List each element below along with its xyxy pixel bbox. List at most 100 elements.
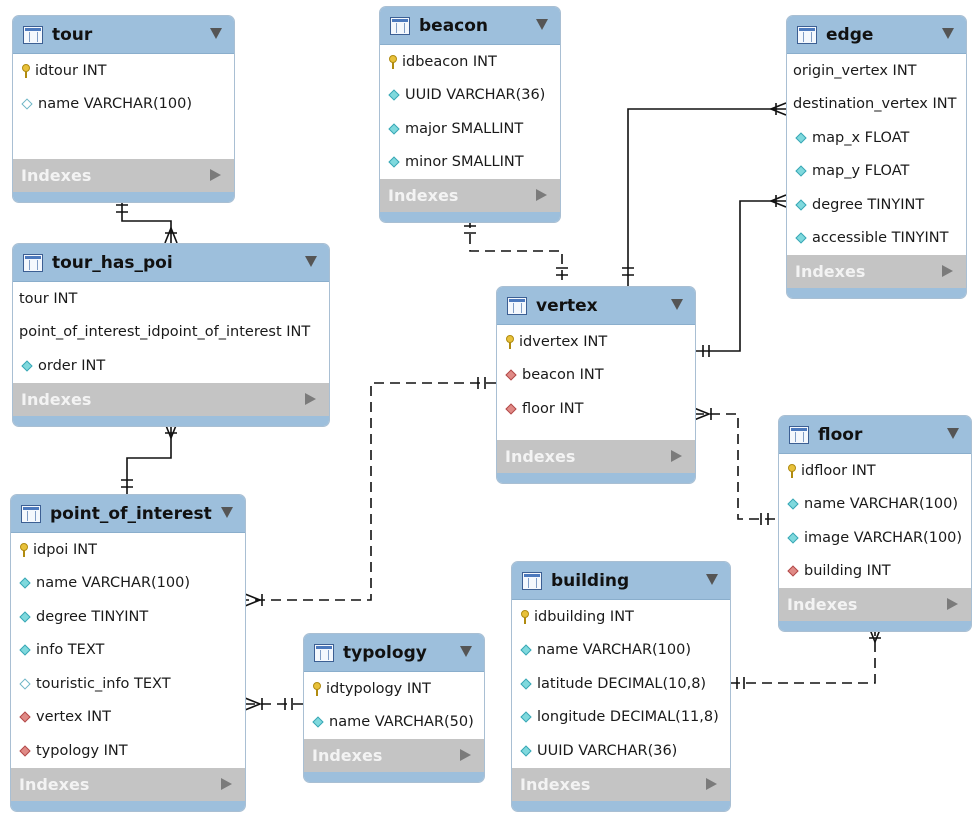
indexes-bar[interactable]: Indexes — [380, 179, 560, 212]
table-header[interactable]: edge — [787, 16, 966, 54]
column-row[interactable]: tour INT — [13, 282, 329, 316]
indexes-bar[interactable]: Indexes — [512, 767, 730, 801]
column-row[interactable]: floor INT — [497, 392, 695, 426]
chevron-down-icon[interactable] — [706, 574, 718, 585]
chevron-down-icon[interactable] — [460, 646, 472, 657]
column-row[interactable]: minor SMALLINT — [380, 146, 560, 180]
column-label: name VARCHAR(100) — [537, 642, 692, 659]
table-header[interactable]: beacon — [380, 7, 560, 45]
table-beacon[interactable]: beacon idbeacon INT UUID VARCHAR(36) maj… — [379, 6, 561, 223]
table-point_of_interest[interactable]: point_of_interest idpoi INT name VARCHAR… — [10, 494, 246, 812]
column-row[interactable]: UUID VARCHAR(36) — [512, 734, 730, 768]
column-row[interactable]: map_x FLOAT — [787, 121, 966, 155]
rel-beacon-mark-one — [464, 225, 476, 234]
key-icon — [312, 681, 322, 696]
column-label: point_of_interest_idpoint_of_interest IN… — [19, 324, 311, 341]
column-row[interactable]: degree TINYINT — [787, 188, 966, 222]
indexes-bar[interactable]: Indexes — [304, 739, 484, 772]
indexes-bar[interactable]: Indexes — [787, 255, 966, 288]
table-edge[interactable]: edge origin_vertex INT destination_verte… — [786, 15, 967, 299]
chevron-down-icon[interactable] — [536, 19, 548, 30]
column-icon — [520, 711, 532, 723]
table-header[interactable]: tour — [13, 16, 234, 54]
column-row[interactable]: latitude DECIMAL(10,8) — [512, 667, 730, 701]
table-typology[interactable]: typology idtypology INT name VARCHAR(50)… — [303, 633, 485, 783]
table-header[interactable]: building — [512, 562, 730, 600]
column-row[interactable]: accessible TINYINT — [787, 222, 966, 256]
chevron-right-icon[interactable] — [942, 265, 953, 277]
column-row[interactable]: info TEXT — [11, 634, 245, 668]
table-tour[interactable]: tour idtour INT name VARCHAR(100) Indexe… — [12, 15, 235, 203]
table-header[interactable]: tour_has_poi — [13, 244, 329, 282]
table-name: typology — [343, 642, 427, 663]
chevron-down-icon[interactable] — [305, 256, 317, 267]
table-tour_has_poi[interactable]: tour_has_poi tour INT point_of_interest_… — [12, 243, 330, 427]
chevron-down-icon[interactable] — [671, 299, 683, 310]
column-row[interactable]: building INT — [779, 555, 971, 589]
indexes-bar[interactable]: Indexes — [13, 382, 329, 416]
column-row[interactable]: beacon INT — [497, 359, 695, 393]
table-header[interactable]: typology — [304, 634, 484, 672]
column-row[interactable]: vertex INT — [11, 701, 245, 735]
indexes-bar[interactable]: Indexes — [497, 440, 695, 473]
column-row[interactable]: point_of_interest_idpoint_of_interest IN… — [13, 316, 329, 350]
rel-poi-mark-many-2 — [244, 697, 263, 711]
column-row[interactable]: UUID VARCHAR(36) — [380, 79, 560, 113]
column-row[interactable]: degree TINYINT — [11, 600, 245, 634]
column-label: idtypology INT — [326, 680, 431, 697]
column-row[interactable]: order INT — [13, 349, 329, 383]
column-row[interactable]: name VARCHAR(100) — [13, 88, 234, 122]
column-row[interactable]: name VARCHAR(50) — [304, 706, 484, 740]
chevron-down-icon[interactable] — [947, 428, 959, 439]
column-list: idfloor INT name VARCHAR(100) image VARC… — [779, 454, 971, 588]
table-floor[interactable]: floor idfloor INT name VARCHAR(100) imag… — [778, 415, 972, 632]
table-building[interactable]: building idbuilding INT name VARCHAR(100… — [511, 561, 731, 812]
column-row[interactable]: longitude DECIMAL(11,8) — [512, 701, 730, 735]
indexes-bar[interactable]: Indexes — [779, 588, 971, 621]
chevron-down-icon[interactable] — [942, 28, 954, 39]
chevron-right-icon[interactable] — [706, 777, 717, 790]
column-row[interactable]: map_y FLOAT — [787, 155, 966, 189]
chevron-down-icon[interactable] — [210, 28, 222, 39]
rel-poi-mark-many-1 — [244, 593, 263, 607]
chevron-right-icon[interactable] — [221, 777, 232, 790]
column-row[interactable]: typology INT — [11, 734, 245, 768]
column-label: UUID VARCHAR(36) — [405, 87, 546, 104]
column-row[interactable]: idbeacon INT — [380, 45, 560, 79]
chevron-right-icon[interactable] — [947, 598, 958, 610]
foreign-key-icon — [19, 745, 31, 757]
chevron-right-icon[interactable] — [671, 450, 682, 462]
table-header[interactable]: vertex — [497, 287, 695, 325]
column-row[interactable]: idtypology INT — [304, 672, 484, 706]
column-row[interactable]: origin_vertex INT — [787, 54, 966, 88]
chevron-right-icon[interactable] — [305, 392, 316, 405]
table-header[interactable]: point_of_interest — [11, 495, 245, 533]
table-vertex[interactable]: vertex idvertex INT beacon INT floor INT… — [496, 286, 696, 484]
column-icon — [787, 532, 799, 544]
chevron-right-icon[interactable] — [210, 169, 221, 181]
chevron-down-icon[interactable] — [221, 507, 233, 518]
column-row[interactable]: idtour INT — [13, 54, 234, 88]
column-list: tour INT point_of_interest_idpoint_of_in… — [13, 282, 329, 383]
column-row[interactable]: idbuilding INT — [512, 600, 730, 634]
column-row[interactable]: name VARCHAR(100) — [11, 567, 245, 601]
indexes-bar[interactable]: Indexes — [13, 159, 234, 192]
column-row[interactable]: image VARCHAR(100) — [779, 521, 971, 555]
column-label: idtour INT — [35, 62, 107, 79]
chevron-right-icon[interactable] — [460, 749, 471, 761]
column-row[interactable]: touristic_info TEXT — [11, 667, 245, 701]
column-row[interactable]: idpoi INT — [11, 533, 245, 567]
column-row[interactable]: idvertex INT — [497, 325, 695, 359]
column-row[interactable]: idfloor INT — [779, 454, 971, 488]
column-row[interactable]: major SMALLINT — [380, 112, 560, 146]
column-row[interactable]: destination_vertex INT — [787, 88, 966, 122]
indexes-bar[interactable]: Indexes — [11, 767, 245, 801]
table-icon — [789, 425, 809, 444]
table-name: vertex — [536, 295, 598, 316]
chevron-right-icon[interactable] — [536, 189, 547, 201]
column-row[interactable]: name VARCHAR(100) — [779, 488, 971, 522]
rel-tour_has_poi-mark-many-2 — [164, 422, 178, 441]
table-header[interactable]: floor — [779, 416, 971, 454]
column-row[interactable]: name VARCHAR(100) — [512, 634, 730, 668]
rel-typology-mark-one — [284, 698, 293, 710]
